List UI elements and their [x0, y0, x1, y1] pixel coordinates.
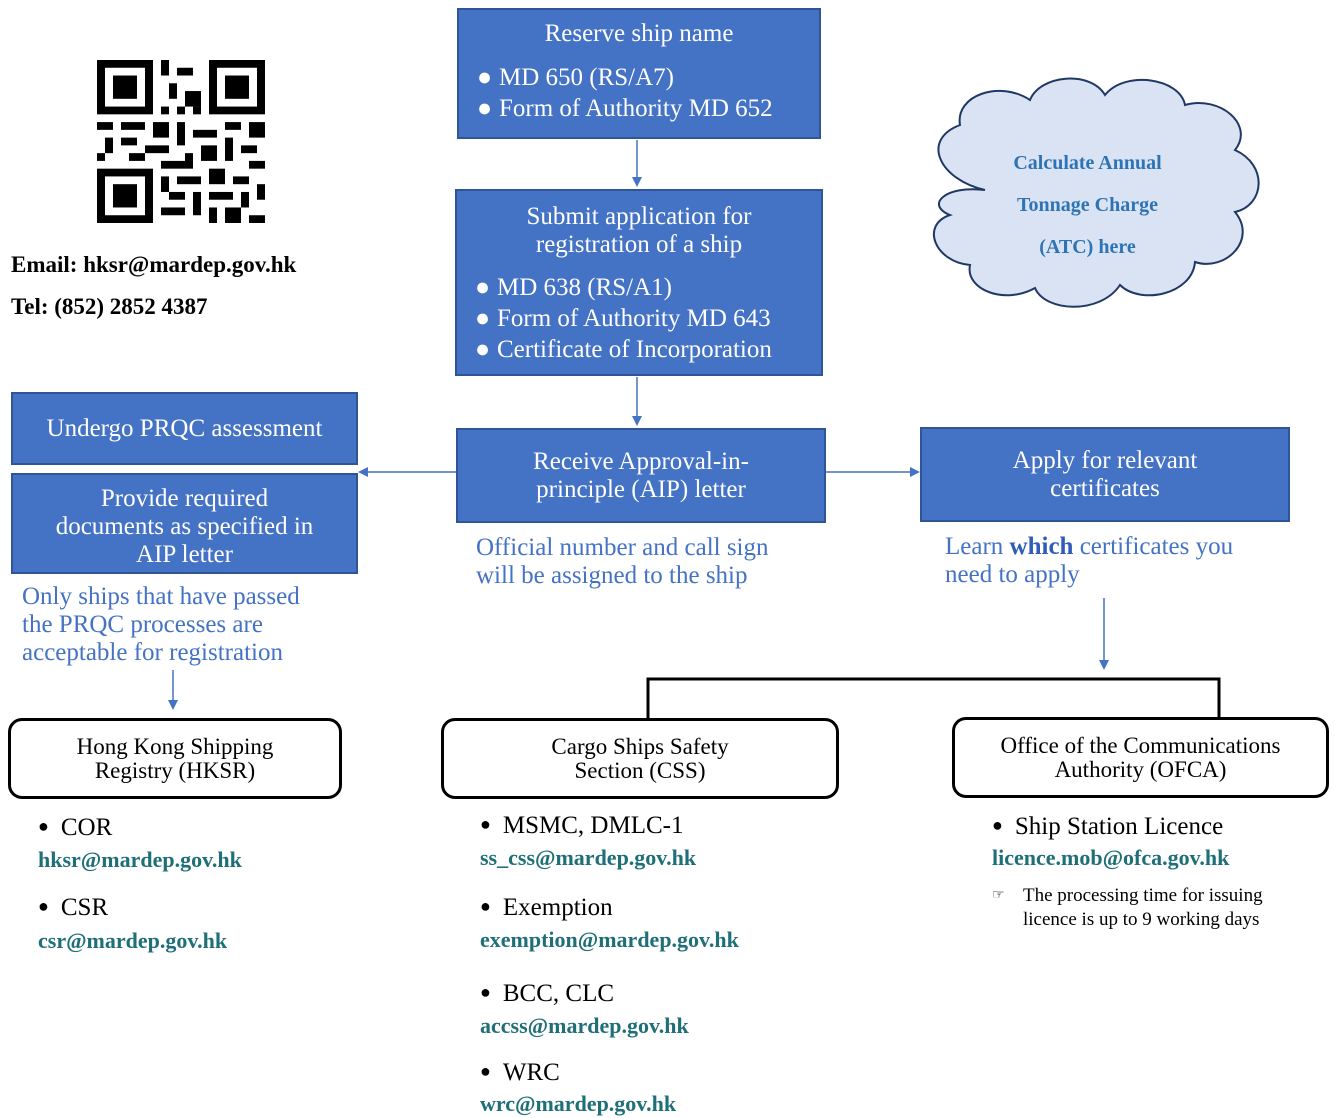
- step-provide-documents: Provide required documents as specified …: [11, 473, 358, 574]
- step1-item: ●MD 650 (RS/A7): [477, 64, 675, 91]
- bullet-icon: ●: [480, 814, 491, 834]
- atc-cloud[interactable]: [932, 77, 1260, 308]
- prqc-label: Undergo PRQC assessment: [46, 415, 323, 442]
- provide-note: Only ships that have passed the PRQC pro…: [22, 583, 300, 666]
- bullet-icon: ●: [992, 815, 1003, 835]
- contact-tel: Tel: (852) 2852 4387: [11, 294, 208, 319]
- step2-item: ●Form of Authority MD 643: [475, 305, 771, 332]
- ofca-processing-note: ☞ The processing time for issuing licenc…: [992, 885, 1263, 930]
- css-email-msmc[interactable]: ss_css@mardep.gov.hk: [480, 845, 697, 870]
- step-undergo-prqc: Undergo PRQC assessment: [11, 392, 358, 465]
- step-submit-application: Submit application for registration of a…: [455, 189, 823, 376]
- step1-title: Reserve ship name: [544, 20, 734, 47]
- hksr-item-cor: ●COR: [38, 814, 113, 841]
- bullet-icon: ●: [480, 1061, 491, 1081]
- step2-title-line2: registration of a ship: [535, 231, 743, 258]
- apply-note[interactable]: Learn which certificates you need to app…: [945, 533, 1234, 588]
- step3-note: Official number and call sign will be as…: [476, 534, 769, 589]
- atc-cloud-label[interactable]: Calculate Annual Tonnage Charge (ATC) he…: [1013, 152, 1162, 258]
- bullet-icon: ●: [475, 274, 491, 301]
- bullet-icon: ●: [38, 816, 49, 836]
- step-apply-certificates: Apply for relevant certificates: [920, 427, 1290, 522]
- css-email-wrc[interactable]: wrc@mardep.gov.hk: [480, 1091, 677, 1116]
- bracket-css-ofca: [646, 677, 1221, 718]
- step3-title-line1: Receive Approval-in-: [533, 448, 749, 475]
- css-email-bcc[interactable]: accss@mardep.gov.hk: [480, 1013, 689, 1038]
- step-receive-aip: Receive Approval-in- principle (AIP) let…: [456, 428, 826, 523]
- bullet-icon: ●: [477, 64, 493, 91]
- css-item-msmc: ●MSMC, DMLC-1: [480, 812, 684, 839]
- step-reserve-ship-name: Reserve ship name ●MD 650 (RS/A7) ●Form …: [457, 8, 821, 139]
- css-item-wrc: ●WRC: [480, 1059, 560, 1086]
- ofca-item-licence: ●Ship Station Licence: [992, 813, 1224, 840]
- bullet-icon: ●: [480, 982, 491, 1002]
- css-email-exemption[interactable]: exemption@mardep.gov.hk: [480, 927, 739, 952]
- step2-item: ●Certificate of Incorporation: [475, 336, 772, 363]
- pointing-hand-icon: ☞: [992, 888, 1005, 903]
- contact-email[interactable]: Email: hksr@mardep.gov.hk: [11, 252, 297, 277]
- step2-title-line1: Submit application for: [526, 203, 752, 230]
- hksr-email-cor[interactable]: hksr@mardep.gov.hk: [38, 847, 242, 872]
- bullet-icon: ●: [480, 896, 491, 916]
- ofca-email-licence[interactable]: licence.mob@ofca.gov.hk: [992, 845, 1230, 870]
- office-css: Cargo Ships Safety Section (CSS): [441, 718, 839, 799]
- which-link[interactable]: which: [1009, 533, 1074, 560]
- css-item-exemption: ●Exemption: [480, 894, 613, 921]
- bullet-icon: ●: [475, 336, 491, 363]
- qr-code-icon: [97, 60, 265, 223]
- css-item-bcc: ●BCC, CLC: [480, 980, 615, 1007]
- bullet-icon: ●: [475, 305, 491, 332]
- step1-item: ●Form of Authority MD 652: [477, 95, 773, 122]
- bullet-icon: ●: [477, 95, 493, 122]
- office-hksr: Hong Kong Shipping Registry (HKSR): [8, 718, 342, 799]
- office-ofca: Office of the Communications Authority (…: [952, 717, 1329, 798]
- hksr-item-csr: ●CSR: [38, 894, 109, 921]
- hksr-email-csr[interactable]: csr@mardep.gov.hk: [38, 928, 228, 953]
- qr-code-graphic: [97, 60, 265, 223]
- step2-item: ●MD 638 (RS/A1): [475, 274, 673, 301]
- step3-title-line2: principle (AIP) letter: [536, 476, 746, 503]
- bullet-icon: ●: [38, 896, 49, 916]
